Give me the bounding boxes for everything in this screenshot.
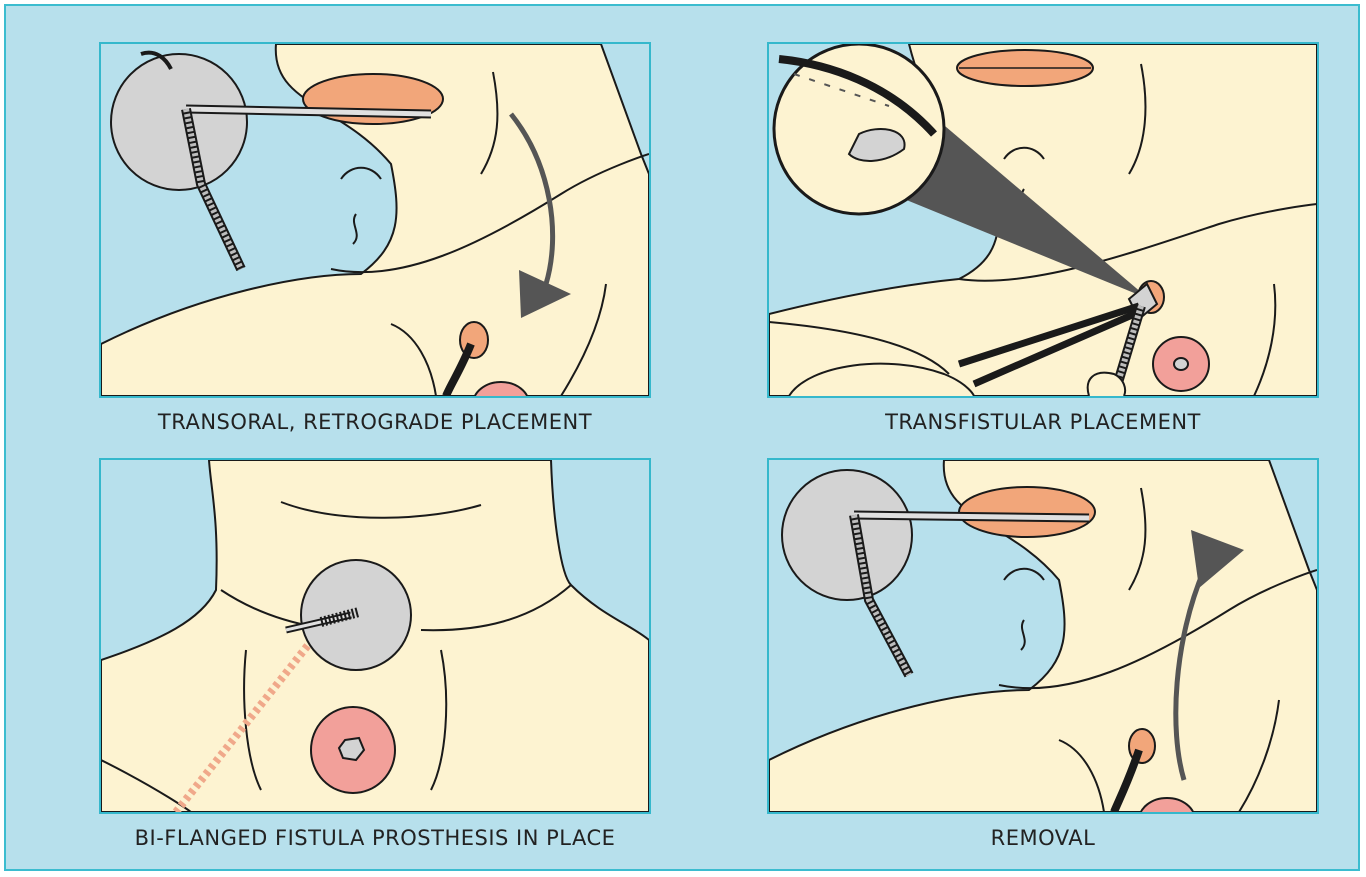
magnified-mirror — [301, 560, 411, 670]
magnified-mirror — [782, 470, 912, 600]
transoral-retrograde-illustration — [101, 44, 649, 396]
prosthesis-in-place-illustration — [101, 460, 649, 812]
guide-wire-inner — [854, 515, 1089, 518]
panel-transfistular — [767, 42, 1319, 398]
chin-curve — [1004, 569, 1044, 580]
panel-removal — [767, 458, 1319, 814]
caption-transoral-retrograde: TRANSORAL, RETROGRADE PLACEMENT — [99, 410, 651, 434]
transfistular-illustration — [769, 44, 1317, 396]
chin-dimple — [353, 214, 357, 244]
chin-dimple — [1021, 620, 1025, 650]
panel-transoral-retrograde — [99, 42, 651, 398]
mouth — [959, 487, 1095, 537]
magnified-view — [774, 44, 944, 214]
chin-curve — [341, 168, 381, 179]
stoma-center — [1174, 358, 1188, 370]
caption-prosthesis-in-place: BI-FLANGED FISTULA PROSTHESIS IN PLACE — [99, 826, 651, 850]
caption-transfistular: TRANSFISTULAR PLACEMENT — [767, 410, 1319, 434]
removal-illustration — [769, 460, 1317, 812]
caption-removal: REMOVAL — [767, 826, 1319, 850]
panel-prosthesis-in-place — [99, 458, 651, 814]
magnified-mirror — [111, 54, 247, 190]
